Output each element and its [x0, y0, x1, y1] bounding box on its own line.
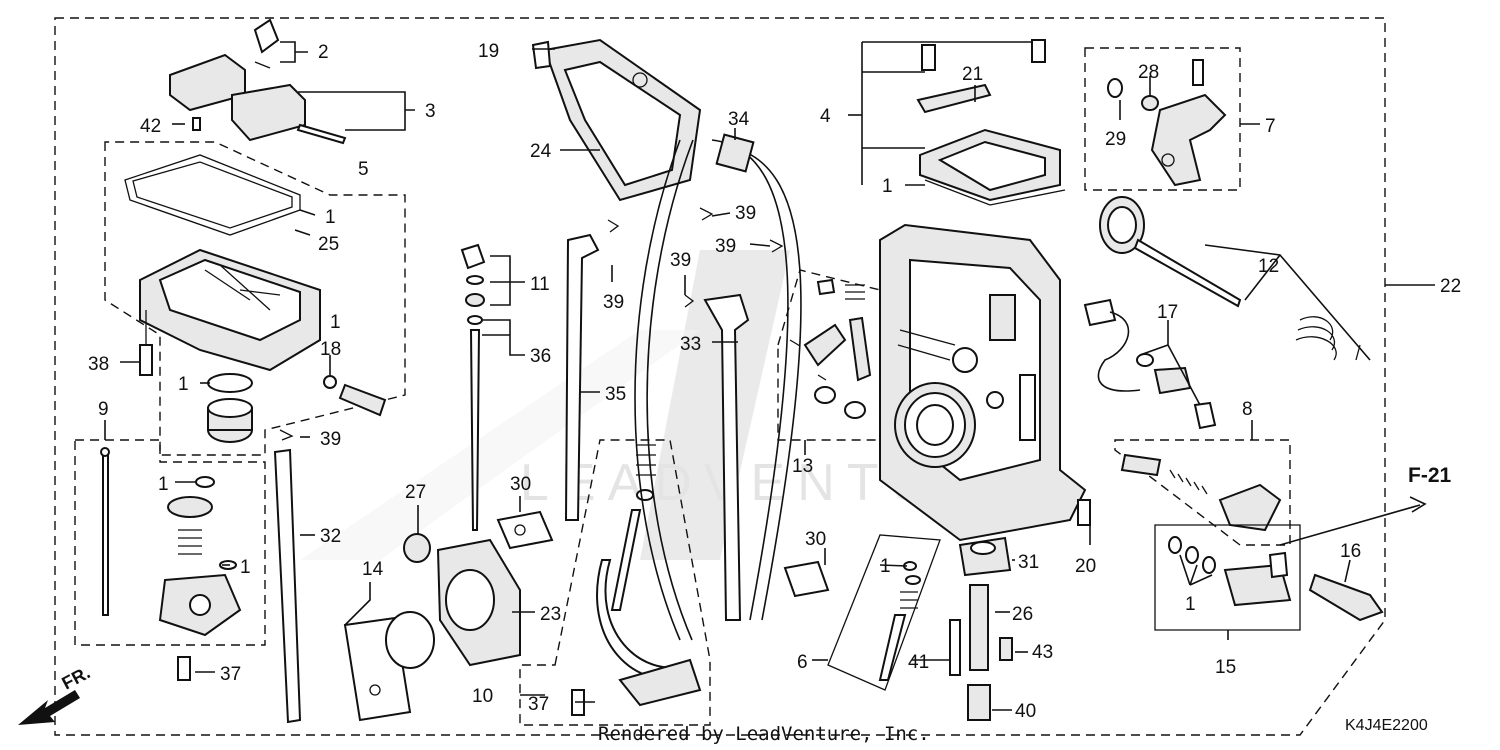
- callout-1-top: 1: [882, 176, 893, 197]
- callout-33: 33: [680, 334, 701, 355]
- callout-18: 18: [320, 339, 341, 360]
- callout-30-lower: 30: [805, 529, 826, 550]
- vent-tubes: [634, 133, 802, 641]
- footer-credit: Rendered by LeadVenture, Inc.: [598, 723, 930, 745]
- callout-1-oring: 1: [178, 374, 189, 395]
- throttle-cover: [531, 38, 702, 202]
- callout-6: 6: [797, 652, 808, 673]
- callout-22: 22: [1440, 276, 1461, 297]
- callout-1-plunger: 1: [1185, 594, 1196, 615]
- callout-39-vent-b: 39: [715, 236, 736, 257]
- callout-15: 15: [1215, 657, 1236, 678]
- callout-5: 5: [358, 159, 369, 180]
- callout-1-gasket: 1: [325, 207, 336, 228]
- accelerator-pump-group: [74, 439, 266, 646]
- callout-1-pump: 1: [158, 474, 169, 495]
- callout-20: 20: [1075, 556, 1096, 577]
- callout-31: 31: [1018, 552, 1039, 573]
- leader-lines: [104, 41, 1435, 711]
- callout-39-bowl: 39: [320, 429, 341, 450]
- main-jet-group: [783, 499, 1091, 721]
- top-cover-group: [861, 39, 1066, 206]
- callout-39-tube: 39: [603, 292, 624, 313]
- float-chamber-group: [104, 18, 406, 724]
- throttle-link-group: [777, 269, 881, 441]
- callout-25: 25: [318, 234, 339, 255]
- callout-9: 9: [98, 399, 109, 420]
- callout-29: 29: [1105, 129, 1126, 150]
- air-screw: [1308, 573, 1384, 622]
- callout-34: 34: [728, 109, 750, 130]
- diagram-code: K4J4E2200: [1345, 717, 1428, 734]
- callout-10: 10: [472, 686, 493, 707]
- callout-17: 17: [1157, 302, 1178, 323]
- callout-1-pump-lower: 1: [240, 557, 251, 578]
- callout-11: 11: [530, 274, 550, 295]
- callout-7: 7: [1265, 116, 1276, 137]
- callout-42: 42: [140, 116, 161, 137]
- callout-26: 26: [1012, 604, 1033, 625]
- front-direction-marker: FR.: [18, 662, 93, 725]
- callout-24: 24: [530, 141, 552, 162]
- throttle-position-sensor: [1083, 298, 1217, 430]
- callout-3: 3: [425, 101, 436, 122]
- callout-39-vent-c: 39: [670, 250, 691, 271]
- callout-43: 43: [1032, 642, 1053, 663]
- callout-1-bowl: 1: [330, 312, 341, 333]
- callout-28: 28: [1138, 62, 1159, 83]
- callout-13: 13: [792, 456, 813, 477]
- callout-23: 23: [540, 604, 561, 625]
- hot-start-valve-group: [1114, 439, 1291, 546]
- callout-14: 14: [362, 559, 384, 580]
- hot-start-plunger-group: [1154, 496, 1427, 631]
- callout-2: 2: [318, 42, 329, 63]
- figure-reference: F-21: [1408, 464, 1452, 487]
- assembly-border: [54, 17, 1386, 736]
- callout-4: 4: [820, 106, 831, 127]
- carburetor-body: [879, 223, 1087, 542]
- front-label: FR.: [58, 662, 93, 693]
- callout-38: 38: [88, 354, 109, 375]
- callout-8: 8: [1242, 399, 1253, 420]
- callout-41: 41: [908, 652, 929, 673]
- jet-needle-group: [177, 219, 620, 722]
- callout-36: 36: [530, 346, 551, 367]
- throttle-bracket-group: [1084, 47, 1241, 191]
- callout-19: 19: [478, 41, 499, 62]
- callout-16: 16: [1340, 541, 1361, 562]
- callout-21: 21: [962, 64, 983, 85]
- callout-1-jet: 1: [880, 556, 891, 577]
- callout-37-left: 37: [220, 664, 241, 685]
- callout-37-center: 37: [528, 694, 549, 715]
- callout-35: 35: [605, 384, 626, 405]
- callout-39-vent-a: 39: [735, 203, 756, 224]
- callout-40: 40: [1015, 701, 1036, 722]
- callout-32: 32: [320, 526, 341, 547]
- callout-12: 12: [1258, 256, 1279, 277]
- callout-numbers: 2 3 42 5 1 25 1 18 38 1 39 9 1 1 32 37 1…: [88, 41, 1461, 722]
- callout-27: 27: [405, 482, 426, 503]
- callout-30-upper: 30: [510, 474, 531, 495]
- throttle-drum-group: [1099, 196, 1361, 361]
